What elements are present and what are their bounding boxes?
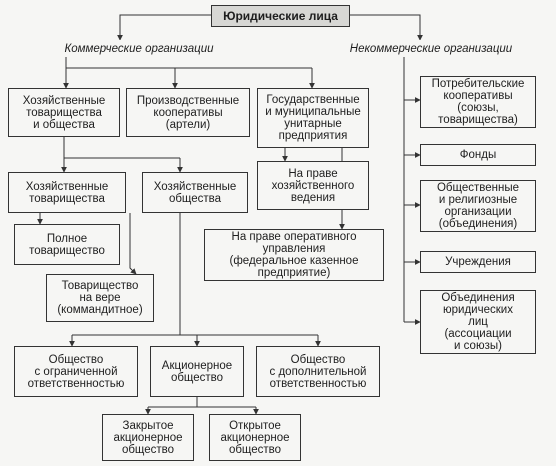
box-business-partnerships: Хозяйственные товарищества	[8, 172, 126, 213]
box-business-companies: Хозяйственные общества	[142, 172, 248, 213]
box-closed-jsc: Закрытое акционерное общество	[102, 414, 194, 461]
root-legal-entities: Юридические лица	[211, 5, 350, 27]
box-production-cooperatives: Производственные кооперативы (артели)	[126, 88, 250, 137]
box-operational-management: На праве оперативного управления (федера…	[204, 229, 384, 281]
box-associations: Объединения юридических лиц (ассоциации …	[420, 290, 536, 354]
box-unitary-enterprises: Государственные и муниципальные унитарны…	[257, 88, 369, 148]
category-noncommercial: Некоммерческие организации	[326, 40, 536, 57]
box-institutions: Учреждения	[420, 251, 536, 273]
box-business-partnerships-companies: Хозяйственные товарищества и общества	[8, 88, 120, 137]
box-funds: Фонды	[420, 144, 536, 166]
box-jsc: Акционерное общество	[150, 346, 244, 397]
box-llc: Общество с ограниченной ответственностью	[14, 346, 138, 397]
box-consumer-cooperatives: Потребительские кооперативы (союзы, това…	[420, 76, 536, 128]
category-commercial: Коммерческие организации	[28, 40, 250, 57]
box-open-jsc: Открытое акционерное общество	[209, 414, 301, 461]
box-alc: Общество с дополнительной ответственност…	[256, 346, 380, 397]
box-economic-management: На праве хозяйственного ведения	[257, 161, 369, 210]
box-full-partnership: Полное товарищество	[14, 224, 120, 265]
box-limited-partnership: Товарищество на вере (коммандитное)	[46, 274, 154, 322]
box-public-religious: Общественные и религиозные организации (…	[420, 180, 536, 232]
